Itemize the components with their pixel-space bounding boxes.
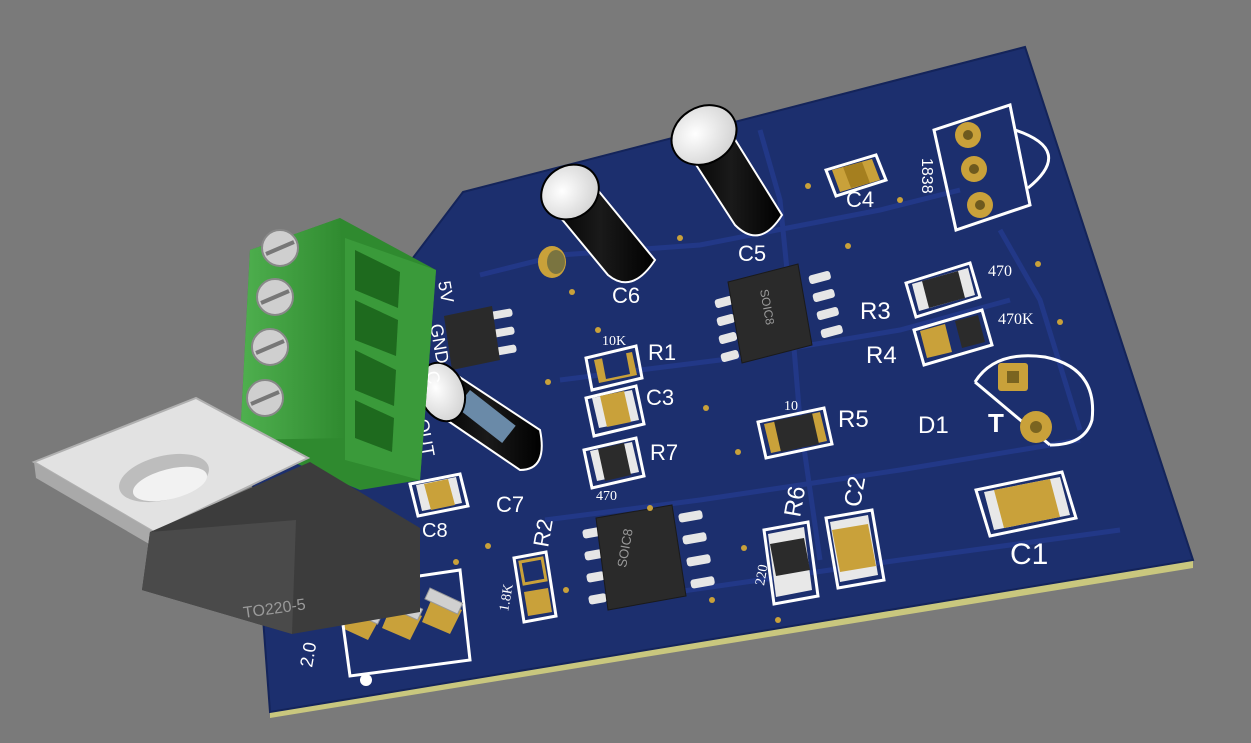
value-r5: 10 xyxy=(784,399,798,414)
label-ir-sensor: 1838 xyxy=(918,158,935,194)
capacitor-c3 xyxy=(584,384,646,438)
value-r2: 1.8K xyxy=(497,583,517,613)
value-r6: 220 xyxy=(753,563,771,586)
ir-receiver xyxy=(932,103,1051,232)
label-r3: R3 xyxy=(860,298,891,325)
resistor-r5 xyxy=(756,406,834,460)
label-r4: R4 xyxy=(866,342,897,369)
terminal-block xyxy=(240,218,436,490)
resistor-r1 xyxy=(584,344,644,392)
label-c1: C1 xyxy=(1010,538,1048,571)
label-ic-upper: SOIC8 xyxy=(757,288,777,326)
label-c3: C3 xyxy=(646,385,674,410)
capacitor-c7 xyxy=(417,361,543,472)
terminal-label-5v: 5V xyxy=(434,279,458,304)
ic-soic8-upper xyxy=(714,263,843,364)
pin1-dot xyxy=(360,674,372,686)
label-c4: C4 xyxy=(846,187,874,212)
resistor-r6 xyxy=(762,520,820,606)
label-r1: R1 xyxy=(648,340,676,365)
label-c2: C2 xyxy=(839,474,871,509)
resistor-r3 xyxy=(904,261,982,319)
resistor-r7 xyxy=(582,436,646,490)
vias xyxy=(453,183,1063,623)
capacitor-c4 xyxy=(824,153,888,198)
value-r7: 470 xyxy=(596,489,617,504)
capacitor-c5 xyxy=(670,104,784,237)
label-r7: R7 xyxy=(650,440,678,465)
value-r4: 470K xyxy=(998,311,1034,328)
board-revision: 2.0 xyxy=(296,641,320,669)
pcb-edge xyxy=(270,560,1193,718)
label-r2: R2 xyxy=(528,517,558,549)
capacitor-c6 xyxy=(540,163,657,284)
label-ic-lower: SOIC8 xyxy=(614,527,636,568)
svg-text:T: T xyxy=(988,408,1004,438)
label-r6: R6 xyxy=(779,484,811,519)
to220-regulator xyxy=(31,396,472,678)
label-c6: C6 xyxy=(612,283,640,308)
capacitor-c8 xyxy=(408,472,470,518)
label-c8: C8 xyxy=(422,520,448,542)
label-d1: D1 xyxy=(918,412,949,439)
capacitor-c1 xyxy=(974,470,1078,538)
label-r5: R5 xyxy=(838,406,869,433)
resistor-r2 xyxy=(512,550,558,624)
sot-regulator xyxy=(444,306,517,370)
ic-soic8-lower xyxy=(582,504,715,611)
capacitor-c2 xyxy=(824,508,886,590)
value-r3: 470 xyxy=(988,263,1012,280)
label-c7: C7 xyxy=(496,492,524,517)
diode-d1: T xyxy=(973,354,1095,447)
label-c5: C5 xyxy=(738,241,766,266)
resistor-r4 xyxy=(912,308,994,367)
value-r1: 10K xyxy=(602,334,626,349)
